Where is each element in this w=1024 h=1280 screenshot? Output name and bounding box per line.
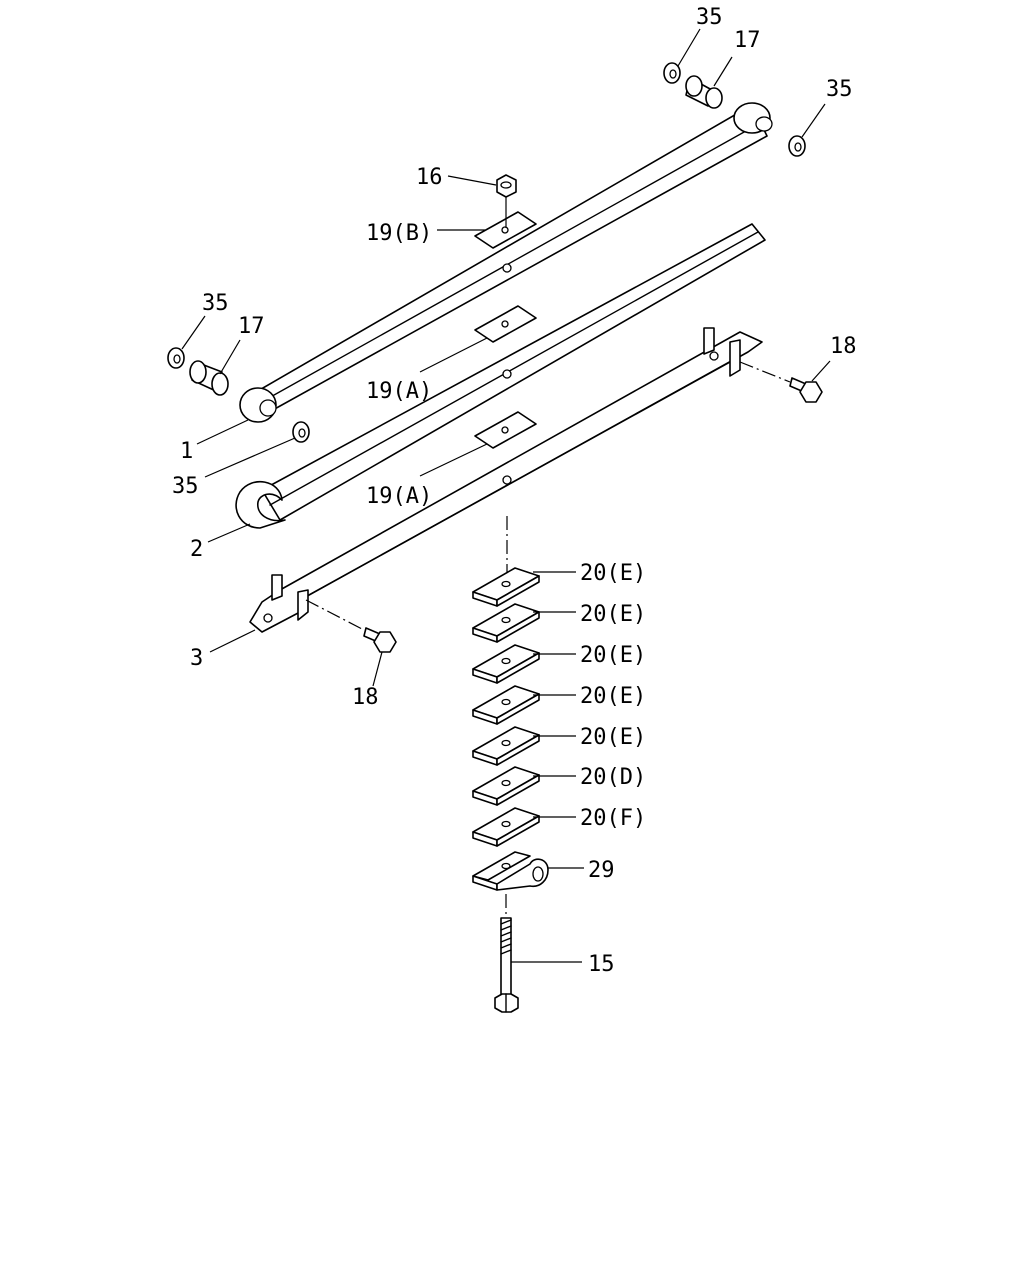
callout-3: 3 xyxy=(190,646,203,671)
callout-17-left: 17 xyxy=(238,314,265,339)
leader-lines xyxy=(181,28,831,963)
callout-1: 1 xyxy=(180,439,193,464)
insert-19b xyxy=(474,211,537,249)
callout-17-top: 17 xyxy=(734,28,761,53)
center-bolt-15 xyxy=(494,894,519,1013)
callout-35-left: 35 xyxy=(202,291,229,316)
washer-35-right xyxy=(788,135,806,157)
spacer-stack xyxy=(472,567,540,847)
callout-20e-1: 20(E) xyxy=(580,561,646,586)
callout-20e-4: 20(E) xyxy=(580,684,646,709)
bolt-18-right xyxy=(739,361,823,403)
callout-35-right: 35 xyxy=(826,77,853,102)
washer-35-left xyxy=(167,347,185,369)
callout-19b: 19(B) xyxy=(366,221,432,246)
leaf-spring-1 xyxy=(239,102,773,423)
callout-20e-3: 20(E) xyxy=(580,643,646,668)
spacer-20e-1 xyxy=(472,567,540,607)
spacer-20e-4 xyxy=(472,685,540,725)
callout-20d: 20(D) xyxy=(580,765,646,790)
leaf-spring-2 xyxy=(235,223,766,529)
leaf-spring-3 xyxy=(249,327,763,633)
insert-19a-upper xyxy=(474,305,537,343)
spacer-20d xyxy=(472,766,540,806)
spacer-20e-3 xyxy=(472,644,540,684)
washer-35-top xyxy=(663,62,681,84)
callout-2: 2 xyxy=(190,537,203,562)
callout-18-right: 18 xyxy=(830,334,857,359)
spacer-20e-2 xyxy=(472,603,540,643)
callout-19a-lower: 19(A) xyxy=(366,484,432,509)
washer-35-bottom xyxy=(292,421,310,443)
spacer-20e-5 xyxy=(472,726,540,766)
bracket-29 xyxy=(472,851,549,891)
callout-18-left: 18 xyxy=(352,685,379,710)
bushing-17-top xyxy=(685,75,723,109)
spacer-20f xyxy=(472,807,540,847)
callout-15: 15 xyxy=(588,952,615,977)
callout-16: 16 xyxy=(416,165,443,190)
callout-35-top: 35 xyxy=(696,5,723,30)
callout-29: 29 xyxy=(588,858,615,883)
callout-20e-2: 20(E) xyxy=(580,602,646,627)
callout-labels: 35 17 35 16 19(B) 35 17 19(A) 18 1 35 19… xyxy=(172,5,857,977)
callout-35-bottom: 35 xyxy=(172,474,199,499)
bolt-18-left xyxy=(305,599,397,653)
callout-19a-upper: 19(A) xyxy=(366,379,432,404)
insert-19a-lower xyxy=(474,411,537,449)
nut-16 xyxy=(496,174,517,228)
bushing-17-left xyxy=(189,360,229,396)
callout-20e-5: 20(E) xyxy=(580,725,646,750)
callout-20f: 20(F) xyxy=(580,806,646,831)
